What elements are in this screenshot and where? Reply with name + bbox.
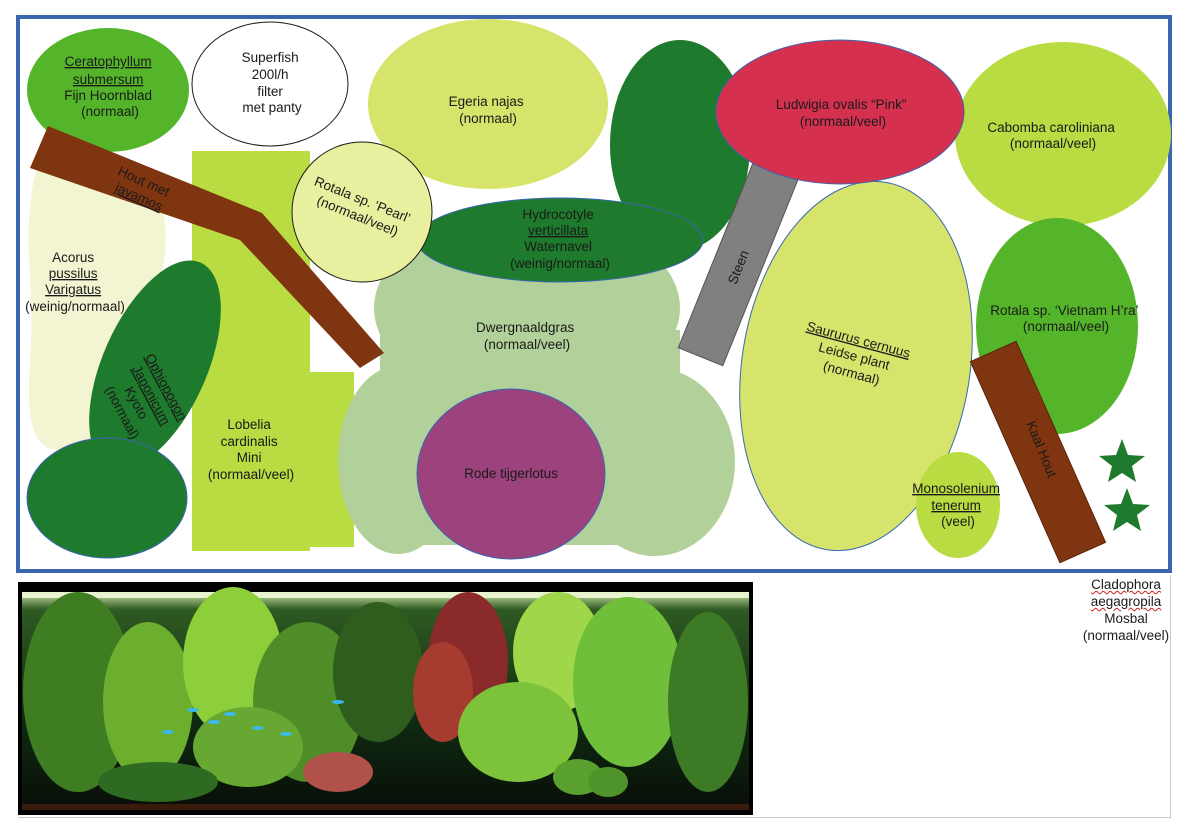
ludwigia-shape: [715, 39, 965, 185]
rotala-vietnam-label: Rotala sp. ‘Vietnam H’ra’ (normaal/veel): [990, 303, 1142, 334]
page-edge-right: [1170, 575, 1171, 818]
ceratophyllum-shape: [27, 28, 189, 152]
superfish-filter-shape: [191, 21, 349, 147]
cladophora-note: Cladophora aegagropila Mosbal (normaal/v…: [1062, 576, 1189, 644]
rode-tijgerlotus-label: Rode tijgerlotus: [464, 466, 558, 481]
monosolenium-label: Monosolenium tenerum (veel): [912, 481, 1004, 529]
cladophora-note-line1: Cladophora: [1091, 577, 1161, 592]
ophiopogon-shape: [89, 260, 221, 470]
rode-tijgerlotus-shape: [416, 388, 606, 560]
hydrocotyle-label: Hydrocotyle verticillata Waternavel (wei…: [510, 207, 610, 271]
kaal-hout-shape: [969, 340, 1107, 564]
saururus-shape: [739, 180, 973, 552]
ophiopogon-base-shape: [26, 437, 188, 559]
hout-met-javamos-shape: [30, 126, 384, 368]
cabomba-shape: [955, 42, 1171, 226]
dwergnaaldgras-label: Dwergnaaldgras (normaal/veel): [476, 320, 578, 352]
egeria-shape: [368, 19, 608, 189]
dark-plant-shape: [610, 40, 750, 250]
egeria-label: Egeria najas (normaal): [449, 94, 528, 126]
rotala-pearl-shape: [291, 141, 433, 283]
cladophora-note-line2: aegagropila: [1090, 594, 1162, 609]
ceratophyllum-label: Ceratophyllum submersum Fijn Hoornblad (…: [64, 54, 156, 119]
lobelia-label: Lobelia cardinalis Mini (normaal/veel): [208, 417, 294, 482]
aquarium-photo: [18, 582, 753, 815]
photo-fish: [162, 700, 344, 736]
mosbal-star-icon: [1099, 439, 1145, 482]
acorus-label: Acorus pussilus Varigatus (weinig/normaa…: [25, 250, 125, 314]
page-edge-bottom: [18, 817, 1171, 818]
monosolenium-shape: [916, 452, 1000, 558]
ludwigia-label: Ludwigia ovalis “Pink” (normaal/veel): [776, 97, 910, 129]
mosbal-star-icon: [1104, 488, 1150, 531]
cladophora-note-line4: (normaal/veel): [1082, 628, 1170, 643]
cladophora-note-line3: Mosbal: [1104, 611, 1148, 626]
cabomba-label: Cabomba caroliniana (normaal/veel): [987, 120, 1118, 151]
photo-foliage: [23, 587, 748, 802]
superfish-filter-label: Superfish 200l/h filter met panty: [242, 50, 303, 115]
